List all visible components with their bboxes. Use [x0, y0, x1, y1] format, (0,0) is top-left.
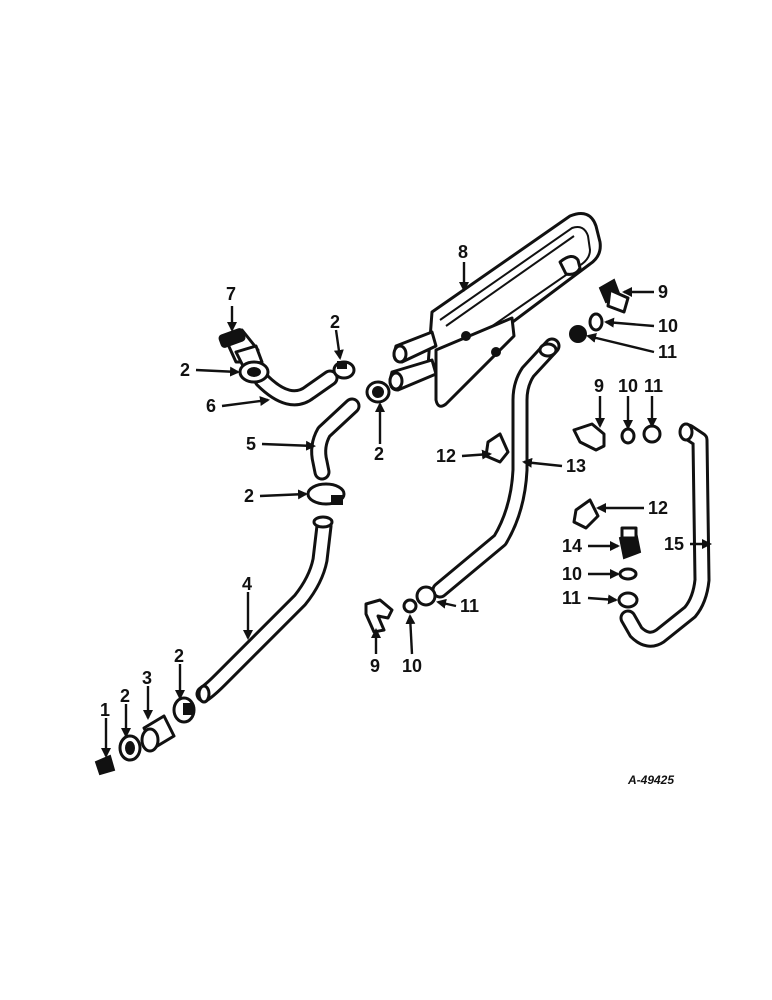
callout-12: 12 [648, 498, 668, 518]
fitting [94, 754, 116, 776]
callout-8: 8 [458, 242, 468, 262]
callout-10: 10 [562, 564, 582, 584]
callout-10: 10 [658, 316, 678, 336]
callout-14: 14 [562, 536, 582, 556]
nut [642, 424, 662, 444]
callout-10: 10 [618, 376, 638, 396]
washer [588, 312, 604, 332]
elbow-fitting [572, 422, 606, 452]
hose-4 [195, 515, 334, 704]
washer [620, 427, 636, 445]
callout-3: 3 [142, 668, 152, 688]
heater-core [388, 212, 602, 408]
callout-11: 11 [460, 596, 479, 616]
callout-2: 2 [330, 312, 340, 332]
callout-9: 9 [370, 656, 380, 676]
callout-2: 2 [120, 686, 130, 706]
callout-15: 15 [664, 534, 684, 554]
nut [617, 591, 639, 609]
callout-2: 2 [174, 646, 184, 666]
hose-clamp [365, 380, 391, 404]
callout-labels: 7 2 2 6 5 2 2 4 2 3 2 1 8 9 10 11 9 10 1… [100, 242, 684, 720]
leaders [101, 262, 712, 758]
callout-9: 9 [658, 282, 668, 302]
nut [415, 585, 437, 607]
figure-reference: A-49425 [627, 773, 674, 787]
hose-15 [619, 422, 711, 648]
callout-9: 9 [594, 376, 604, 396]
callout-11: 11 [562, 588, 581, 608]
washer [618, 567, 638, 581]
hose-clip [572, 498, 600, 530]
callout-2: 2 [244, 486, 254, 506]
elbow-fitting [598, 278, 630, 314]
washer [402, 598, 418, 614]
callout-1: 1 [100, 700, 110, 720]
callout-2: 2 [180, 360, 190, 380]
hose-clamp [306, 482, 346, 506]
callout-10: 10 [402, 656, 422, 676]
hose-13 [431, 337, 561, 599]
connector-fitting [618, 526, 642, 560]
hose-clamp [238, 360, 270, 384]
nut [569, 325, 587, 343]
hose-clamp [332, 360, 356, 380]
callout-7: 7 [226, 284, 236, 304]
elbow-fitting [364, 598, 394, 634]
callout-4: 4 [242, 574, 252, 594]
hose-5 [310, 397, 361, 481]
callout-11: 11 [644, 376, 663, 396]
callout-6: 6 [206, 396, 216, 416]
callout-2: 2 [374, 444, 384, 464]
callout-11: 11 [658, 342, 677, 362]
coupling-sleeve [140, 714, 176, 753]
callout-13: 13 [566, 456, 586, 476]
hose-6 [253, 369, 339, 407]
callout-5: 5 [246, 434, 256, 454]
hose-clamp [118, 734, 142, 762]
hose-clip [484, 432, 510, 464]
callout-12: 12 [436, 446, 456, 466]
hose-clamp [172, 696, 196, 724]
